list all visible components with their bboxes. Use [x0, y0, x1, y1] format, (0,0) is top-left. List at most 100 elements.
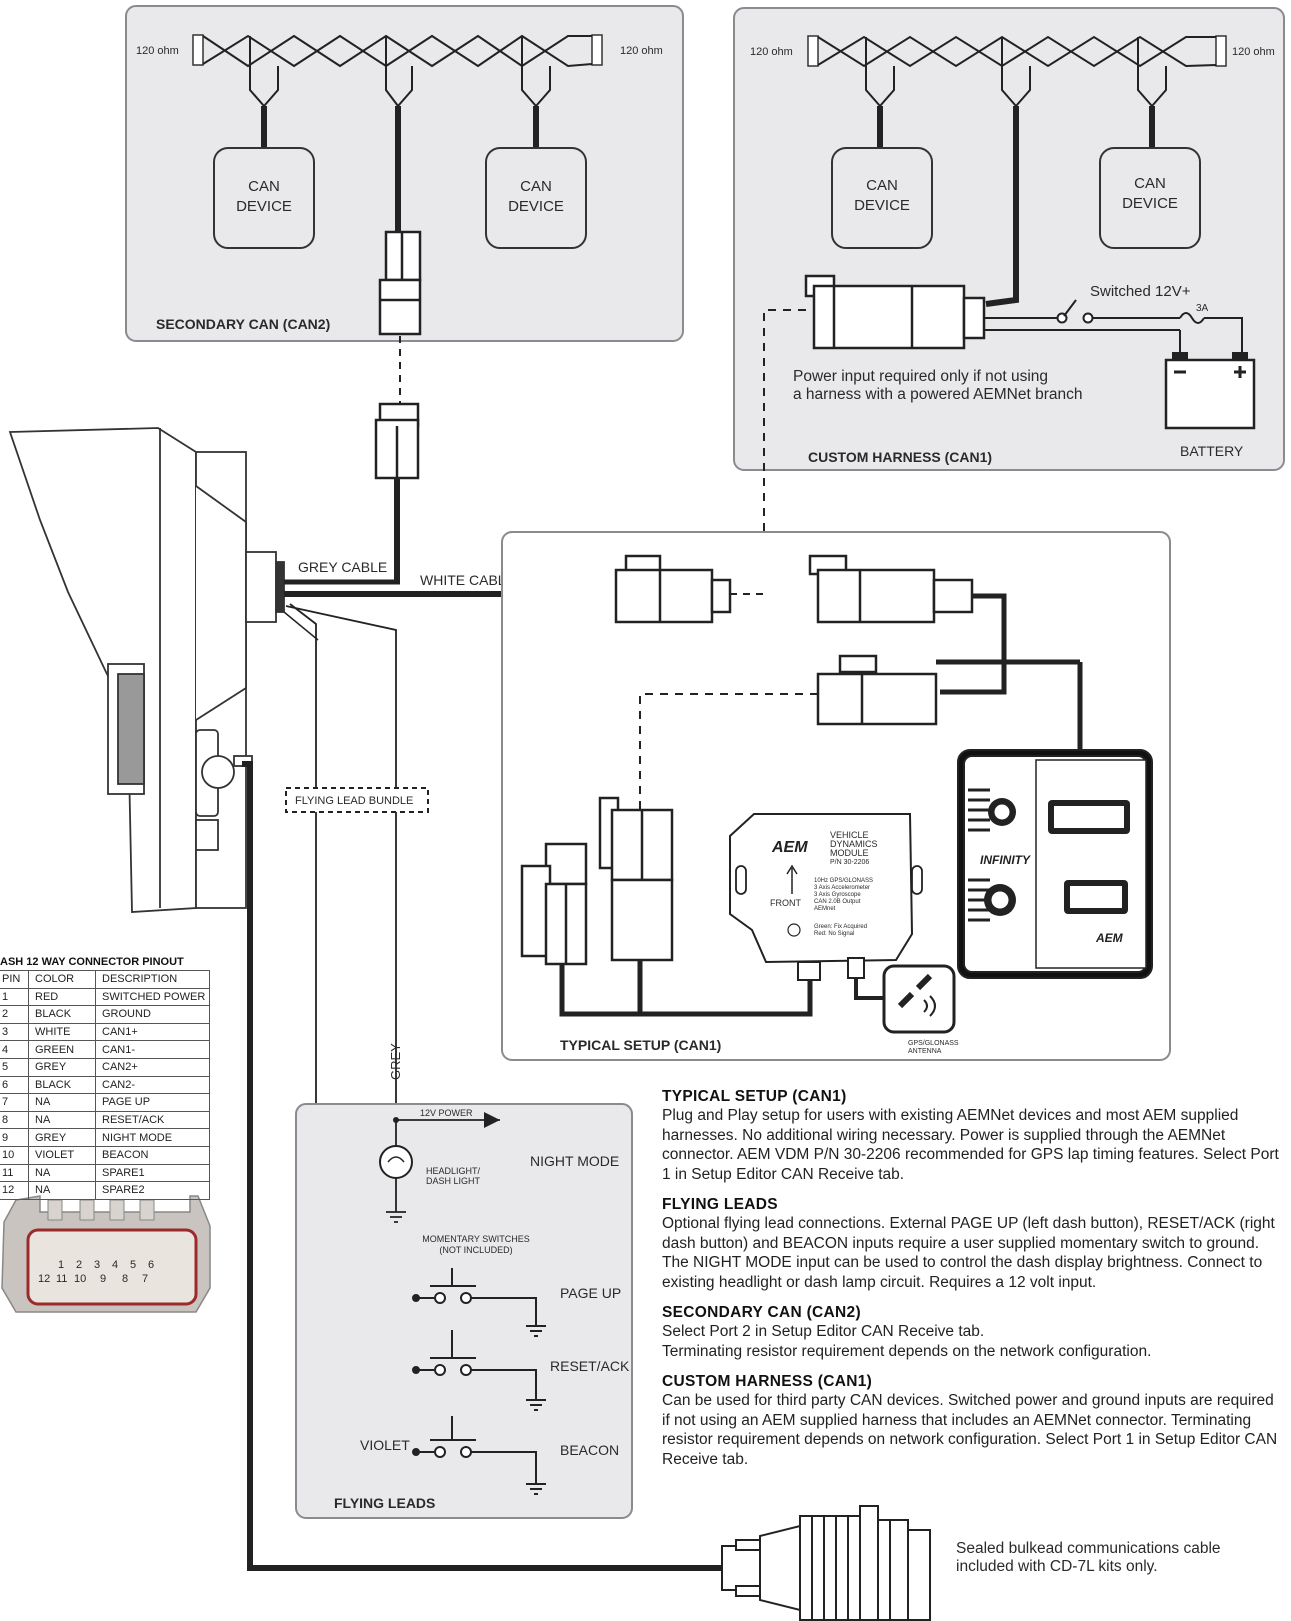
- table-cell: WHITE: [28, 1023, 96, 1042]
- table-cell: SPARE1: [95, 1164, 210, 1183]
- vdm-status: Red: No Signal: [814, 931, 854, 937]
- reset-ack-switch: [412, 1330, 546, 1411]
- infinity-ecu: INFINITY AEM: [957, 749, 1153, 979]
- device-label: DEVICE: [854, 197, 910, 214]
- table-cell: NA: [28, 1093, 96, 1112]
- resistor-right: [1215, 35, 1227, 67]
- table-cell: CAN1-: [95, 1040, 210, 1059]
- vdm-title: DYNAMICS: [830, 839, 878, 849]
- battery-label: BATTERY: [1180, 443, 1244, 459]
- grey-cable-label: GREY CABLE: [298, 559, 387, 575]
- device-label: DEVICE: [1122, 195, 1178, 212]
- table-cell: PAGE UP: [95, 1093, 210, 1112]
- antenna-label: ANTENNA: [908, 1048, 942, 1055]
- pin-number: 11: [56, 1273, 67, 1285]
- secondary-can-title: SECONDARY CAN (CAN2): [156, 316, 330, 332]
- table-cell: NA: [28, 1111, 96, 1130]
- vdm-front-label: FRONT: [770, 898, 801, 908]
- vdm-title: VEHICLE: [830, 830, 869, 840]
- ecu-branch-connector: [816, 654, 938, 726]
- note-body: Can be used for third party CAN devices.…: [662, 1392, 1278, 1468]
- table-cell: RESET/ACK: [95, 1111, 210, 1130]
- notes-section: TYPICAL SETUP (CAN1) Plug and Play setup…: [662, 1088, 1282, 1481]
- note-heading: SECONDARY CAN (CAN2): [662, 1304, 861, 1321]
- table-cell: NA: [28, 1164, 96, 1183]
- lamp-icon: [379, 1145, 413, 1179]
- pin-number: 3: [94, 1259, 100, 1271]
- power-note: a harness with a powered AEMNet branch: [793, 386, 1083, 403]
- switches-note: (NOT INCLUDED): [439, 1245, 512, 1255]
- vdm-part-number: P/N 30-2206: [830, 859, 869, 866]
- device-label: CAN: [520, 178, 552, 195]
- resistor-right-label: 120 ohm: [620, 45, 663, 57]
- status-led-icon: [787, 923, 801, 937]
- secondary-can-panel: 120 ohm 120 ohm CAN DEVICE CAN DEVICE SE…: [125, 5, 684, 342]
- vdm-harness-connectors: [520, 796, 674, 966]
- pin-number: 4: [112, 1259, 118, 1271]
- vdm-module: AEM VEHICLE DYNAMICS MODULE P/N 30-2206 …: [729, 813, 923, 981]
- table-cell: NIGHT MODE: [95, 1128, 210, 1147]
- note-heading: TYPICAL SETUP (CAN1): [662, 1088, 847, 1105]
- column-header: PIN: [0, 970, 29, 989]
- device-label: CAN: [1134, 175, 1166, 192]
- can-device-box: [485, 147, 587, 249]
- fuse-label: 3A: [1196, 303, 1209, 314]
- vdm-spec: 3 Axis Gyroscope: [814, 892, 861, 898]
- can-device-box: [1099, 147, 1201, 249]
- gps-antenna-icon: [882, 964, 956, 1034]
- note-body: Plug and Play setup for users with exist…: [662, 1107, 1279, 1183]
- bulkhead-note: included with CD-7L kits only.: [956, 1558, 1158, 1575]
- beacon-switch: [412, 1416, 546, 1495]
- table-cell: 8: [0, 1111, 29, 1130]
- flying-leads-panel: 12V POWER HEADLIGHT/ DASH LIGHT NIGHT MO…: [295, 1103, 633, 1519]
- aem-logo: AEM: [1095, 931, 1124, 945]
- table-cell: SPARE2: [95, 1181, 210, 1200]
- typical-setup-panel: AEM VEHICLE DYNAMICS MODULE P/N 30-2206 …: [501, 531, 1171, 1061]
- resistor-left-label: 120 ohm: [750, 46, 793, 58]
- table-cell: GREY: [28, 1058, 96, 1077]
- device-label: DEVICE: [508, 198, 564, 215]
- pin-number: 8: [122, 1273, 128, 1285]
- grey-wire-label: GREY: [388, 1043, 403, 1080]
- table-cell: 10: [0, 1146, 29, 1165]
- custom-harness-connector: [804, 274, 986, 350]
- power-arrow-icon: [484, 1112, 500, 1128]
- device-label: DEVICE: [236, 198, 292, 215]
- note-body: Optional flying lead connections. Extern…: [662, 1215, 1275, 1291]
- can-device-box: [831, 147, 933, 249]
- pinout-title: ASH 12 WAY CONNECTOR PINOUT: [0, 956, 184, 968]
- bulkhead-note: Sealed bulkead communications cable: [956, 1540, 1221, 1557]
- table-cell: CAN1+: [95, 1023, 210, 1042]
- aem-logo: AEM: [771, 839, 808, 856]
- power-note: Power input required only if not using: [793, 368, 1048, 385]
- dash-12-way-connector-image: 1 2 3 4 5 6 12 11 10 9 8 7: [1, 1195, 211, 1313]
- table-cell: 12: [0, 1181, 29, 1200]
- note-heading: FLYING LEADS: [662, 1196, 778, 1213]
- table-header-row: PIN COLOR DESCRIPTION: [0, 970, 210, 989]
- pinout-table-section: ASH 12 WAY CONNECTOR PINOUT PIN COLOR DE…: [0, 956, 212, 1200]
- reset-ack-label: RESET/ACK: [550, 1358, 630, 1374]
- pin-number: 7: [142, 1273, 148, 1285]
- table-cell: CAN2-: [95, 1076, 210, 1095]
- fuse-symbol: [1179, 312, 1205, 324]
- table-cell: 2: [0, 1005, 29, 1024]
- resistor-left: [807, 35, 819, 67]
- vdm-status: Green: Fix Acquired: [814, 924, 867, 930]
- column-header: DESCRIPTION: [95, 970, 210, 989]
- pin-number: 10: [74, 1273, 86, 1285]
- pin-number: 5: [130, 1259, 136, 1271]
- vdm-spec: 3 Axis Accelerometer: [814, 885, 870, 891]
- note-heading: CUSTOM HARNESS (CAN1): [662, 1373, 873, 1390]
- table-cell: RED: [28, 988, 96, 1007]
- custom-harness-title: CUSTOM HARNESS (CAN1): [808, 449, 992, 465]
